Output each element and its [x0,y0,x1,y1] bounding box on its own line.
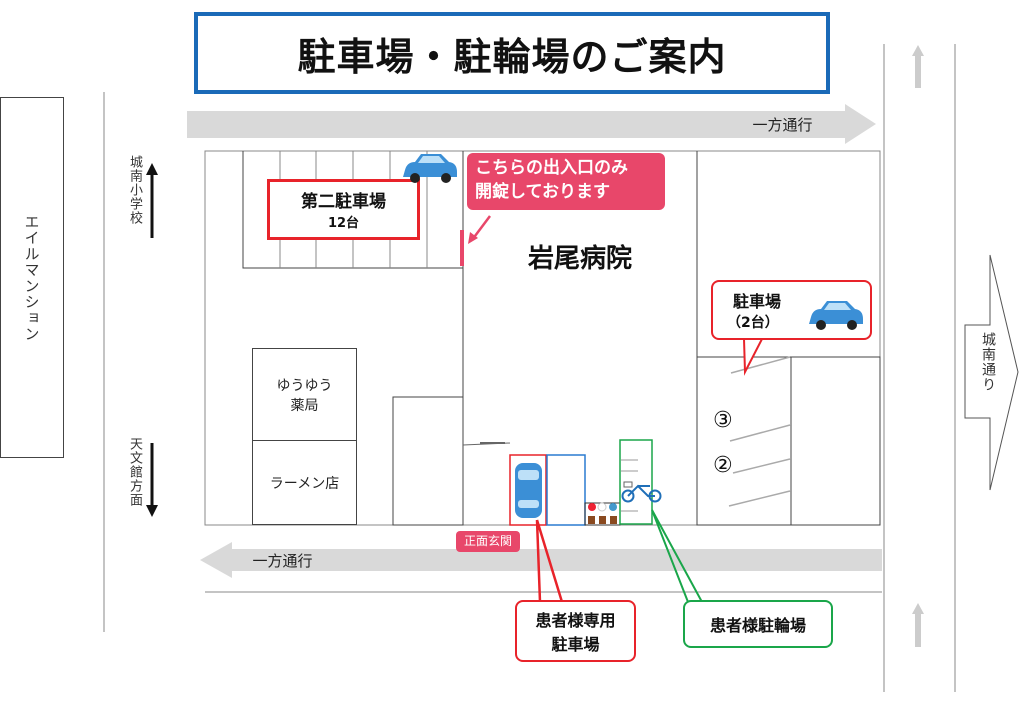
patient-parking-line2: 駐車場 [551,635,600,654]
bottom-oneway-label: 一方通行 [252,552,313,570]
top-oneway-arrow [187,104,876,144]
right-lot-count: （2台） [727,315,779,331]
car-icon [403,154,457,183]
jonan-street-arrow [964,254,1019,491]
bicycle-parking-callout: 患者様駐輪場 [683,600,833,648]
building-eil-mansion: エイルマンション [0,97,64,458]
pharmacy-line2: 薬局 [290,397,319,414]
up-arrow-icon [912,603,924,647]
building-ramen: ラーメン店 [252,440,357,525]
top-oneway-label: 一方通行 [752,116,813,134]
right-lot-name: 駐車場 [733,292,782,311]
bicycle-icon [621,481,662,503]
notice-line1: こちらの出入口のみ [475,158,628,178]
down-arrow-icon [146,505,158,517]
hospital-label: 岩尾病院 [527,244,632,274]
page-title: 駐車場・駐輪場のご案内 [194,12,830,94]
space-2: ② [713,453,733,478]
pharmacy-line1: ゆうゆう [276,377,333,394]
building-pharmacy: ゆうゆう 薬局 [252,348,357,441]
up-arrow-icon [146,163,158,175]
up-arrow-icon [912,45,924,88]
second-lot-count: 12台 [327,216,360,231]
to-tenmonkan-label: 天文館方面 [127,437,142,507]
flowers-icon [588,502,617,524]
main-entrance-label: 正面玄関 [456,531,520,552]
car-icon [809,301,863,330]
second-lot-label: 第二駐車場 12台 [267,179,420,240]
bottom-oneway-arrow [200,542,882,578]
notice-line2: 開錠しております [475,182,610,202]
car-top-icon [515,463,542,518]
bicycle-parking-label: 患者様駐輪場 [709,616,806,635]
patient-parking-callout: 患者様専用 駐車場 [515,600,636,662]
patient-parking-line1: 患者様専用 [535,611,616,630]
space-3: ③ [713,408,733,433]
second-lot-name: 第二駐車場 [301,192,386,212]
to-school-label: 城南小学校 [127,155,142,225]
ramen-label: ラーメン店 [269,475,340,492]
mansion-label: エイルマンション [22,213,41,342]
entrance-notice: こちらの出入口のみ 開錠しております [467,153,665,210]
jonan-street-label: 城南通り [980,332,996,392]
